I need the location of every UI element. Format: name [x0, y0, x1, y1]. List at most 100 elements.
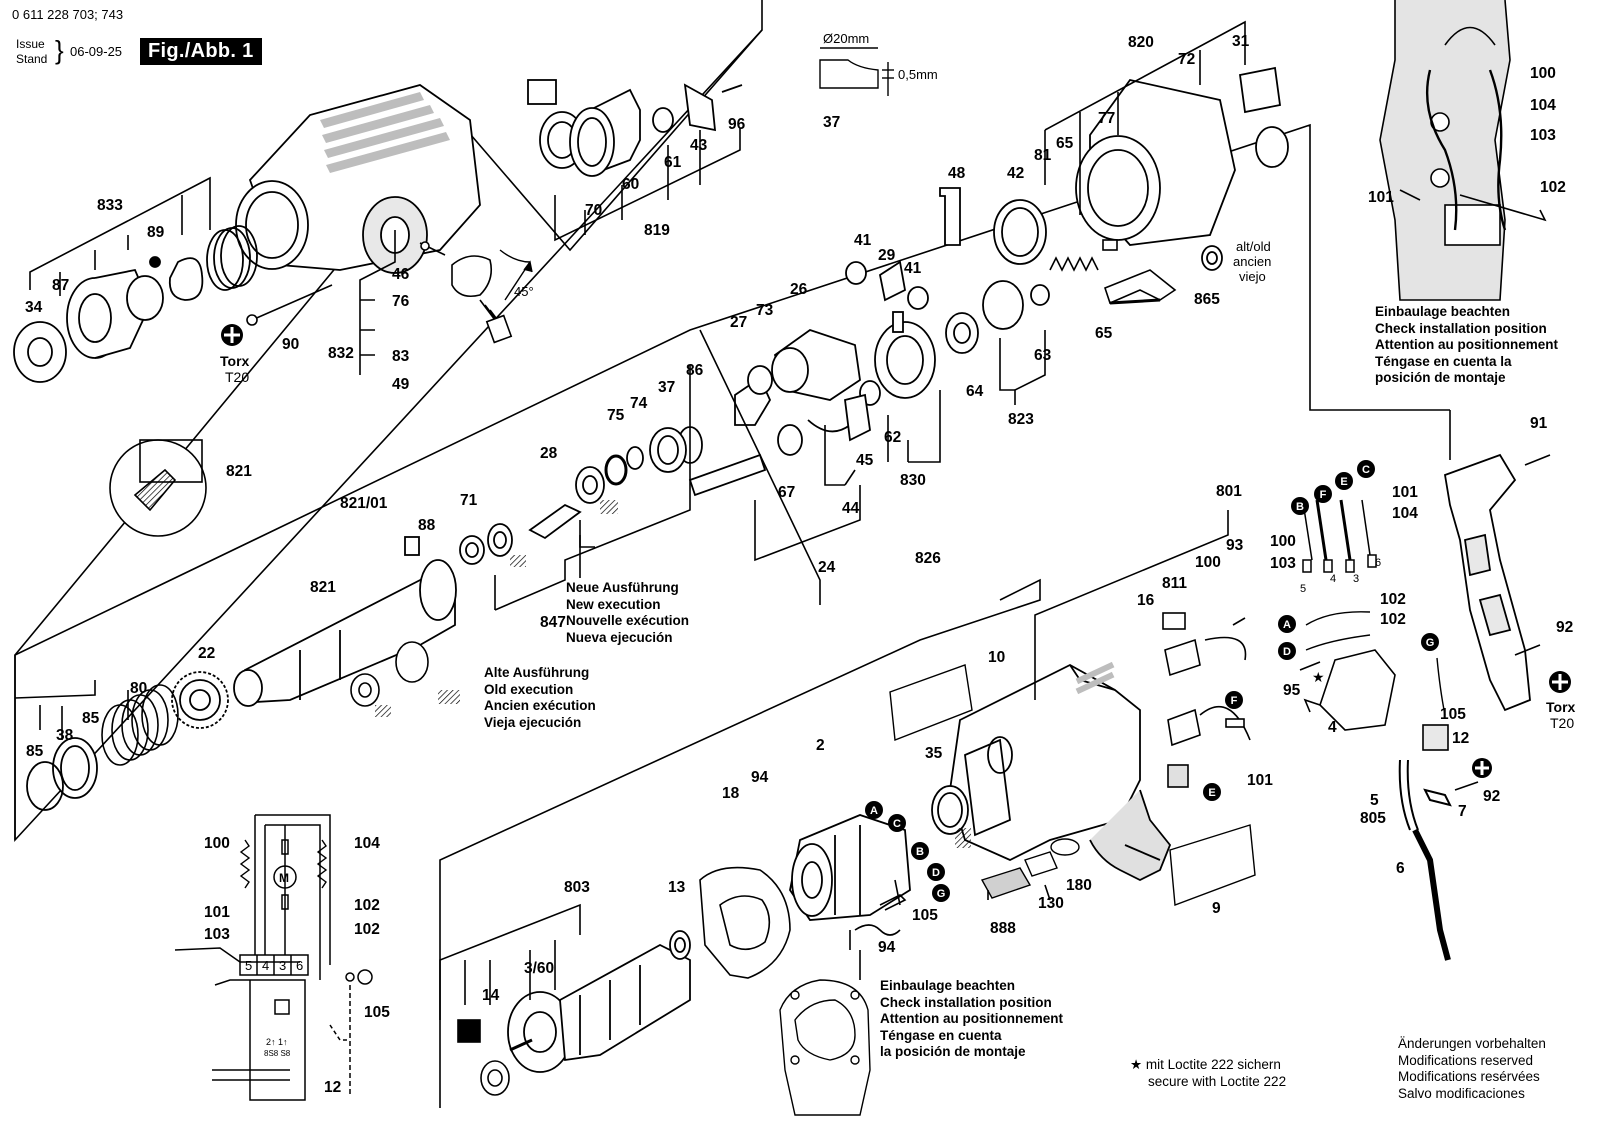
part-821-detail: 821 [226, 463, 252, 480]
part-801: 801 [1216, 483, 1242, 500]
install-position-detail [779, 979, 871, 1116]
marker-d-stator: D [927, 863, 945, 881]
part-70: 70 [585, 202, 602, 219]
part-865: 865 [1194, 291, 1220, 308]
long-screw [246, 284, 333, 326]
part-3-60: 3/60 [524, 960, 554, 977]
marker-e-top: E [1335, 472, 1353, 490]
part-102-mid-b: 102 [1380, 611, 1406, 628]
part-95: 95 [1283, 682, 1301, 699]
part-74: 74 [630, 395, 648, 412]
chuck-parts [13, 225, 258, 383]
wiring-terminal-4: 4 [262, 958, 269, 973]
part-13: 13 [668, 879, 686, 896]
part-104-top: 104 [1530, 97, 1556, 114]
part-65-top: 65 [1056, 135, 1074, 152]
hammer-housing [235, 84, 481, 274]
wire-end-3: 3 [1353, 573, 1359, 585]
label-plates [889, 664, 1256, 906]
marker-f-top: F [1314, 485, 1332, 503]
part-85-right: 85 [82, 710, 100, 727]
marker-c-top: C [1357, 460, 1375, 478]
part-16: 16 [1137, 592, 1155, 609]
svg-text:E: E [1208, 787, 1215, 799]
part-92-bottom: 92 [1483, 788, 1500, 805]
part-102-wiring-a: 102 [354, 897, 380, 914]
part-94-bottom: 94 [878, 939, 896, 956]
part-48: 48 [948, 165, 966, 182]
part-100-wiring: 100 [204, 835, 230, 852]
part-821-spindle: 821 [310, 579, 336, 596]
part-37-top: 37 [823, 114, 840, 131]
part-73: 73 [756, 302, 774, 319]
switch-4 [1303, 649, 1449, 751]
baffle-18 [699, 866, 791, 979]
part-88: 88 [418, 517, 436, 534]
part-105-wiring: 105 [364, 1004, 390, 1021]
ring-38 [26, 737, 98, 811]
part-62: 62 [884, 429, 901, 446]
part-821-01: 821/01 [340, 495, 388, 512]
part-63: 63 [1034, 347, 1052, 364]
part-12-wiring: 12 [324, 1079, 341, 1096]
clutch-parts [404, 426, 703, 567]
part-34: 34 [25, 299, 43, 316]
part-833: 833 [97, 197, 123, 214]
part-14: 14 [482, 987, 500, 1004]
wiring-terminal-6: 6 [296, 958, 303, 973]
part-37-mid: 37 [658, 379, 675, 396]
part-41-left: 41 [854, 232, 872, 249]
part-847: 847 [540, 614, 566, 631]
part-100-mid: 100 [1195, 554, 1221, 571]
part-9: 9 [1212, 900, 1221, 917]
part-92-right: 92 [1556, 619, 1573, 636]
dimension-callout [819, 47, 894, 96]
part-24: 24 [818, 559, 836, 576]
cord-6 [1398, 759, 1452, 961]
part-819: 819 [644, 222, 670, 239]
part-820: 820 [1128, 34, 1154, 51]
svg-text:D: D [1283, 646, 1291, 658]
torx-icon-right [1549, 671, 1571, 693]
part-76: 76 [392, 293, 410, 310]
svg-text:F: F [1231, 695, 1238, 707]
marker-f-mid: F [1225, 691, 1243, 709]
wires-102 [1305, 611, 1446, 716]
old-execution-parts [350, 641, 460, 717]
part-85-left: 85 [26, 743, 44, 760]
part-67: 67 [778, 484, 795, 501]
bearing-14 [457, 1019, 510, 1096]
part-100-top: 100 [1530, 65, 1556, 82]
screw-detail-lower [854, 879, 907, 936]
part-101-wiring: 101 [204, 904, 230, 921]
part-44: 44 [842, 500, 860, 517]
wire-end-4: 4 [1330, 573, 1336, 585]
part-38: 38 [56, 727, 74, 744]
part-6: 6 [1396, 860, 1405, 877]
part-60: 60 [622, 176, 639, 193]
old-execution-note: Alte Ausführung Old execution Ancien exé… [484, 665, 596, 730]
part-105-mid: 105 [912, 907, 938, 924]
part-103-right: 103 [1270, 555, 1296, 572]
part-90: 90 [282, 336, 299, 353]
part-7: 7 [1458, 803, 1467, 820]
part-26: 26 [790, 281, 808, 298]
part-10: 10 [988, 649, 1005, 666]
part-130: 130 [1038, 895, 1064, 912]
alt-old-line2: ancien [1233, 254, 1271, 269]
torx-size-left: T20 [225, 369, 249, 385]
part-42: 42 [1007, 165, 1024, 182]
spring-80 [101, 684, 179, 766]
part-4: 4 [1328, 719, 1337, 736]
part-180: 180 [1066, 877, 1092, 894]
torx-label-right: Torx [1546, 699, 1576, 715]
diameter-label: Ø20mm [823, 31, 869, 46]
svg-text:C: C [1362, 464, 1370, 476]
part-803: 803 [564, 879, 590, 896]
spindle-821 [233, 559, 457, 707]
part-80: 80 [130, 680, 147, 697]
torx-label-left: Torx [220, 353, 250, 369]
switch-label-bottom: 8S8 S8 [264, 1049, 291, 1058]
